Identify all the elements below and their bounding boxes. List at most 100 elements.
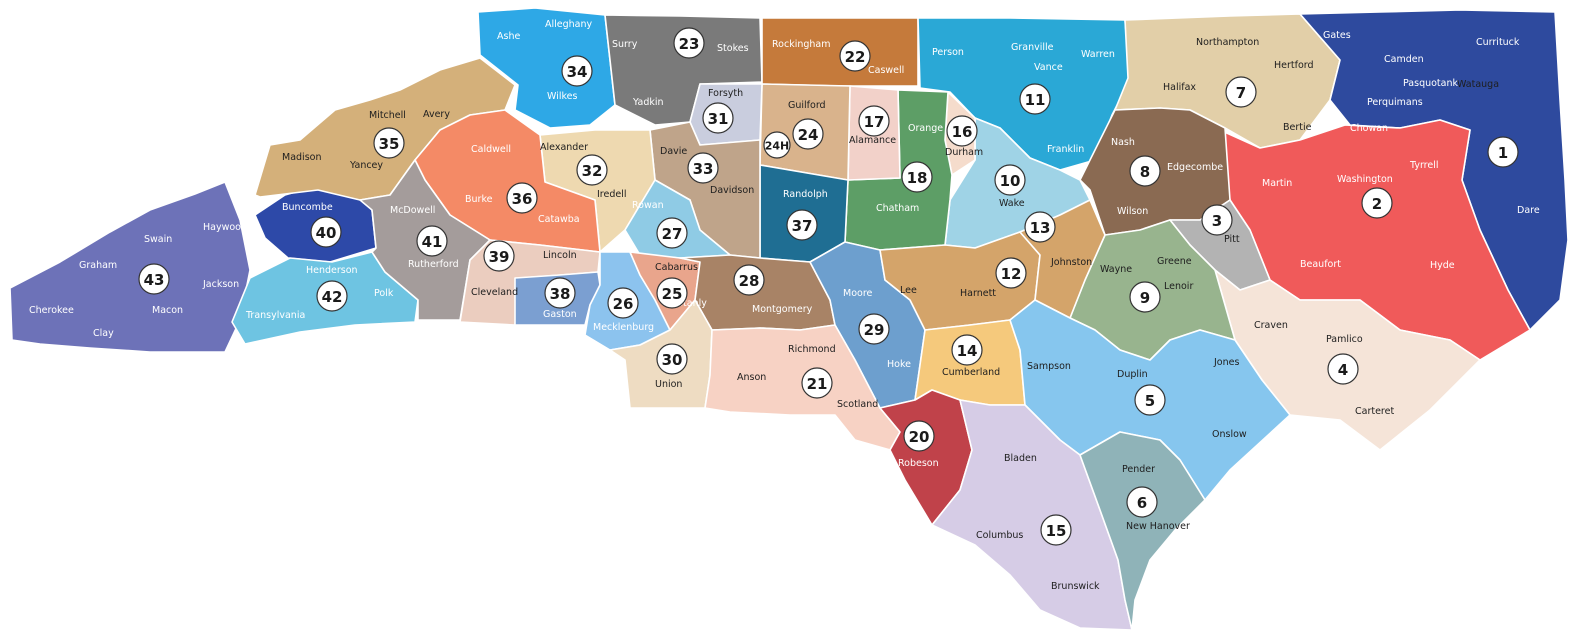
- district-badge-circle: [1040, 514, 1072, 546]
- county-label-greene: Greene: [1157, 256, 1192, 267]
- district-badge-3: 3: [1201, 204, 1233, 236]
- county-label-bladen: Bladen: [1004, 453, 1037, 464]
- district-badge-number: 1: [1498, 144, 1508, 162]
- county-label-stanly: Stanly: [677, 298, 707, 309]
- county-label-carteret: Carteret: [1355, 406, 1394, 417]
- district-badge-29: 29: [858, 313, 890, 345]
- county-label-montgomery: Montgomery: [752, 304, 813, 315]
- county-label-randolph: Randolph: [783, 189, 828, 200]
- district-badge-circle: [483, 240, 515, 272]
- county-label-moore: Moore: [843, 288, 873, 299]
- district-badge-43: 43: [138, 263, 170, 295]
- district-badge-number: 3: [1212, 212, 1222, 230]
- county-label-warren: Warren: [1081, 49, 1115, 60]
- district-badge-number: 25: [662, 285, 683, 303]
- county-label-iredell: Iredell: [597, 189, 627, 200]
- district-badge-number: 4: [1338, 361, 1348, 379]
- district-badge-5: 5: [1134, 384, 1166, 416]
- district-badge-circle: [839, 40, 871, 72]
- district-badge-number: 36: [512, 190, 533, 208]
- county-label-swain: Swain: [144, 234, 172, 245]
- county-label-haywood: Haywood: [203, 222, 247, 233]
- district-badge-circle: [1225, 76, 1257, 108]
- district-badge-number: 6: [1137, 494, 1147, 512]
- district-badge-number: 43: [144, 271, 165, 289]
- district-badge-23: 23: [673, 27, 705, 59]
- district-badge-8: 8: [1129, 155, 1161, 187]
- county-label-camden: Camden: [1384, 54, 1424, 65]
- district-badge-number: 7: [1236, 84, 1246, 102]
- district-badge-number: 42: [322, 288, 343, 306]
- county-label-yadkin: Yadkin: [632, 97, 664, 108]
- county-label-martin: Martin: [1262, 178, 1292, 189]
- district-badge-number: 27: [662, 225, 683, 243]
- district-badge-32: 32: [576, 154, 608, 186]
- district-badge-circle: [858, 105, 890, 137]
- county-label-lincoln: Lincoln: [543, 250, 577, 261]
- district-badge-circle: [786, 209, 818, 241]
- district-badge-circle: [1134, 384, 1166, 416]
- county-label-nash: Nash: [1111, 137, 1135, 148]
- county-label-chowan: Chowan: [1350, 123, 1388, 134]
- county-label-tyrrell: Tyrrell: [1409, 160, 1439, 171]
- district-badge-circle: [702, 102, 734, 134]
- county-label-dare: Dare: [1517, 205, 1540, 216]
- county-label-durham: Durham: [945, 147, 983, 158]
- county-label-gates: Gates: [1323, 30, 1351, 41]
- district-badge-10: 10: [994, 164, 1026, 196]
- district-badge-circle: [506, 182, 538, 214]
- county-label-wake: Wake: [999, 198, 1025, 209]
- county-label-cherokee: Cherokee: [29, 305, 74, 316]
- county-label-hoke: Hoke: [887, 359, 911, 370]
- district-badge-39: 39: [483, 240, 515, 272]
- district-badge-circle: [1487, 136, 1519, 168]
- county-label-pitt: Pitt: [1224, 234, 1240, 245]
- district-badge-number: 39: [489, 248, 510, 266]
- county-label-yancey: Yancey: [349, 160, 383, 171]
- county-label-halifax: Halifax: [1163, 82, 1196, 93]
- district-badge-21: 21: [801, 367, 833, 399]
- district-badge-number: 28: [739, 272, 760, 290]
- district-badge-number: 32: [582, 162, 603, 180]
- district-badge-number: 40: [316, 224, 337, 242]
- district-badge-circle: [1129, 155, 1161, 187]
- county-label-macon: Macon: [152, 305, 183, 316]
- district-badge-41: 41: [416, 225, 448, 257]
- county-label-vance: Vance: [1034, 62, 1063, 73]
- county-label-alleghany: Alleghany: [545, 19, 593, 30]
- district-badge-circle: [1126, 486, 1158, 518]
- district-badge-40: 40: [310, 216, 342, 248]
- county-label-graham: Graham: [79, 260, 117, 271]
- county-label-craven: Craven: [1254, 320, 1288, 331]
- district-badge-24: 24: [792, 118, 824, 150]
- county-label-davidson: Davidson: [710, 185, 754, 196]
- district-badge-number: 17: [864, 113, 885, 131]
- district-badge-1: 1: [1487, 136, 1519, 168]
- county-label-avery: Avery: [423, 109, 450, 120]
- county-label-sampson: Sampson: [1027, 361, 1071, 372]
- county-label-hertford: Hertford: [1274, 60, 1314, 71]
- county-label-burke: Burke: [465, 194, 493, 205]
- county-label-orange: Orange: [908, 123, 943, 134]
- district-badge-circle: [1019, 83, 1051, 115]
- county-label-robeson: Robeson: [898, 458, 939, 469]
- county-label-cabarrus: Cabarrus: [655, 262, 698, 273]
- district-badge-33: 33: [687, 152, 719, 184]
- county-label-cleveland: Cleveland: [471, 287, 518, 298]
- district-badge-number: 2: [1372, 195, 1382, 213]
- county-label-union: Union: [655, 379, 682, 390]
- county-label-bertie: Bertie: [1283, 122, 1312, 133]
- county-label-cumberland: Cumberland: [942, 367, 1000, 378]
- county-label-henderson: Henderson: [306, 265, 358, 276]
- district-43-region: [9, 181, 251, 353]
- district-badge-circle: [951, 334, 983, 366]
- district-badge-number: 21: [807, 375, 828, 393]
- district-badge-34: 34: [561, 55, 593, 87]
- county-label-polk: Polk: [374, 288, 394, 299]
- district-badge-circle: [903, 420, 935, 452]
- district-badge-number: 24H: [765, 140, 790, 153]
- county-label-jackson: Jackson: [202, 279, 239, 290]
